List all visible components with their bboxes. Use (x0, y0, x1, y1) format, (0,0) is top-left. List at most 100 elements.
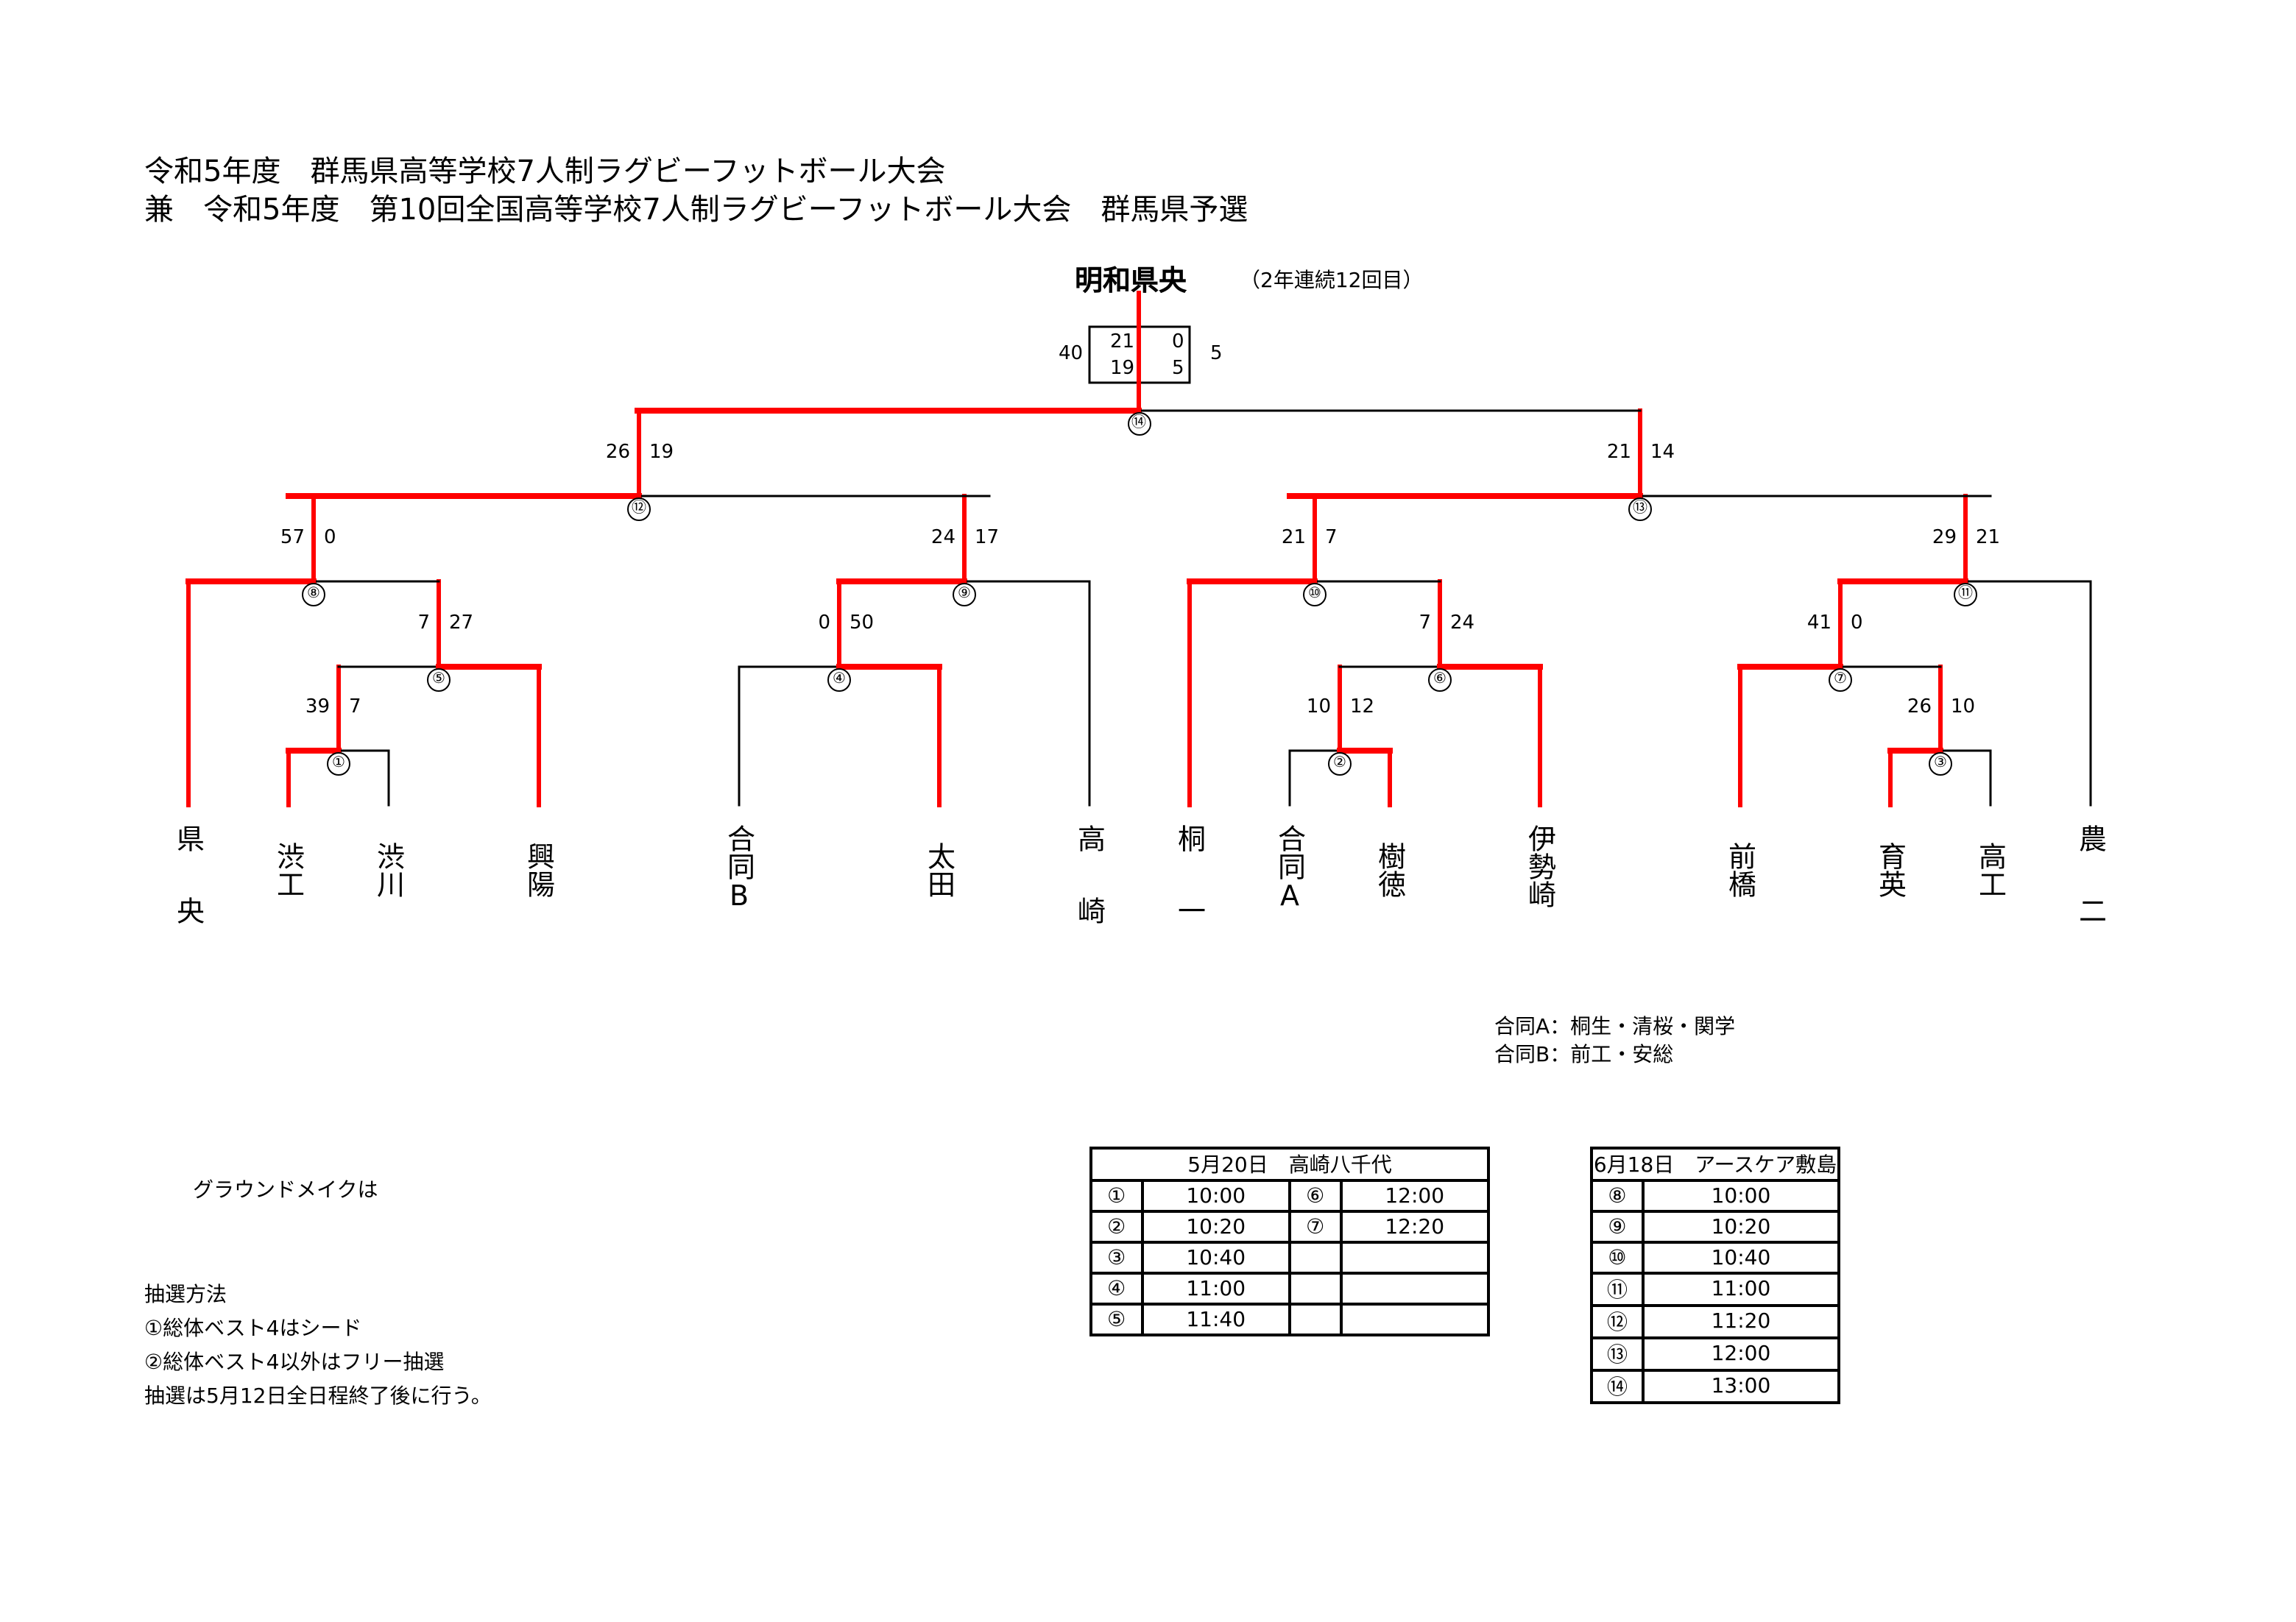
match-number: ⑫ (627, 497, 651, 521)
final-half1-left: 21 (1110, 331, 1135, 353)
match-number: ⑩ (1303, 583, 1327, 606)
start-time: 10:00 (1140, 1179, 1291, 1213)
score-right: 7 (1325, 527, 1338, 549)
team-name: 樹徳 (1374, 842, 1406, 898)
score-right: 50 (849, 612, 875, 634)
start-time: 10:00 (1641, 1179, 1841, 1213)
score-right: 0 (1851, 612, 1863, 634)
final-half2-left: 19 (1110, 358, 1135, 380)
score-left: 24 (930, 527, 956, 549)
score-right: 10 (1951, 696, 1976, 718)
start-time: 12:20 (1339, 1210, 1491, 1244)
start-time (1339, 1272, 1491, 1306)
start-time: 12:00 (1339, 1179, 1491, 1213)
score-right: 12 (1350, 696, 1375, 718)
match-number: ① (327, 752, 350, 776)
match-number (1287, 1272, 1343, 1306)
match-number: ⑭ (1590, 1369, 1645, 1404)
score-left: 7 (417, 612, 430, 634)
start-time: 12:00 (1641, 1336, 1841, 1372)
team-name: 農二 (2074, 824, 2107, 968)
match-number: ⑧ (302, 583, 325, 606)
score-left: 57 (280, 527, 305, 549)
score-left: 26 (1907, 696, 1932, 718)
final-half2-right: 5 (1172, 358, 1184, 380)
match-number: ④ (827, 668, 851, 692)
match-number: ② (1089, 1210, 1144, 1244)
match-number: ⑥ (1428, 668, 1452, 692)
score-left: 21 (1281, 527, 1306, 549)
score-right: 14 (1650, 442, 1675, 464)
start-time: 10:20 (1140, 1210, 1291, 1244)
match-number: ⑬ (1628, 497, 1652, 521)
score-left: 41 (1806, 612, 1831, 634)
lottery-rule-1: ①総体ベスト4はシード (144, 1317, 362, 1341)
match-number (1287, 1241, 1343, 1275)
match-number: ③ (1089, 1241, 1144, 1275)
start-time: 10:20 (1641, 1210, 1841, 1244)
final-half1-right: 0 (1172, 331, 1184, 353)
team-name: 県央 (172, 824, 205, 968)
final-total-right: 5 (1210, 343, 1223, 365)
ground-make-label: グラウンドメイクは (193, 1179, 378, 1203)
match-number: ① (1089, 1179, 1144, 1213)
title-line-1: 令和5年度 群馬県高等学校7人制ラグビーフットボール大会 (144, 153, 946, 188)
match-number: ⑨ (1590, 1210, 1645, 1244)
match-number: ⑨ (953, 583, 976, 606)
start-time: 13:00 (1641, 1369, 1841, 1404)
team-name: 渋川 (372, 842, 405, 898)
match-number: ⑩ (1590, 1241, 1645, 1275)
champion-note: （2年連続12回目） (1240, 269, 1424, 293)
schedule-header: 6月18日 アースケア敷島 (1590, 1147, 1840, 1182)
team-name: 渋工 (272, 842, 305, 898)
final-total-left: 40 (1059, 343, 1084, 365)
score-right: 0 (324, 527, 336, 549)
match-number: ⑤ (1089, 1303, 1144, 1336)
team-name: 育英 (1874, 842, 1907, 898)
score-left: 7 (1419, 612, 1431, 634)
score-right: 27 (449, 612, 474, 634)
start-time (1339, 1303, 1491, 1336)
match-number: ⑫ (1590, 1304, 1645, 1339)
joint-team-b: 合同B：前工・安総 (1494, 1044, 1674, 1067)
team-name: 高工 (1974, 842, 2007, 898)
team-name: 興陽 (523, 842, 555, 898)
lottery-rule-2: ②総体ベスト4以外はフリー抽選 (144, 1351, 445, 1375)
joint-team-a: 合同A：桐生・清桜・関学 (1494, 1016, 1736, 1039)
score-left: 10 (1306, 696, 1331, 718)
match-number: ③ (1929, 752, 1952, 776)
team-name: 合同A (1274, 824, 1306, 913)
match-number: ⑦ (1287, 1210, 1343, 1244)
start-time (1339, 1241, 1491, 1275)
schedule-header: 5月20日 高崎八千代 (1089, 1147, 1490, 1182)
start-time: 11:00 (1140, 1272, 1291, 1306)
start-time: 10:40 (1140, 1241, 1291, 1275)
team-name: 合同B (723, 824, 755, 913)
team-name: 桐一 (1173, 824, 1206, 968)
match-number: ⑧ (1590, 1179, 1645, 1213)
score-right: 24 (1450, 612, 1475, 634)
score-right: 7 (349, 696, 361, 718)
start-time: 11:00 (1641, 1272, 1841, 1307)
match-number: ⑦ (1829, 668, 1852, 692)
match-number: ④ (1089, 1272, 1144, 1306)
match-number (1287, 1303, 1343, 1336)
team-name: 高崎 (1073, 824, 1106, 968)
match-number: ⑬ (1590, 1336, 1645, 1372)
score-right: 17 (975, 527, 1000, 549)
match-number: ⑪ (1590, 1272, 1645, 1307)
lottery-rule-3: 抽選は5月12日全日程終了後に行う。 (144, 1385, 492, 1409)
match-number: ⑪ (1954, 583, 1977, 606)
start-time: 10:40 (1641, 1241, 1841, 1275)
